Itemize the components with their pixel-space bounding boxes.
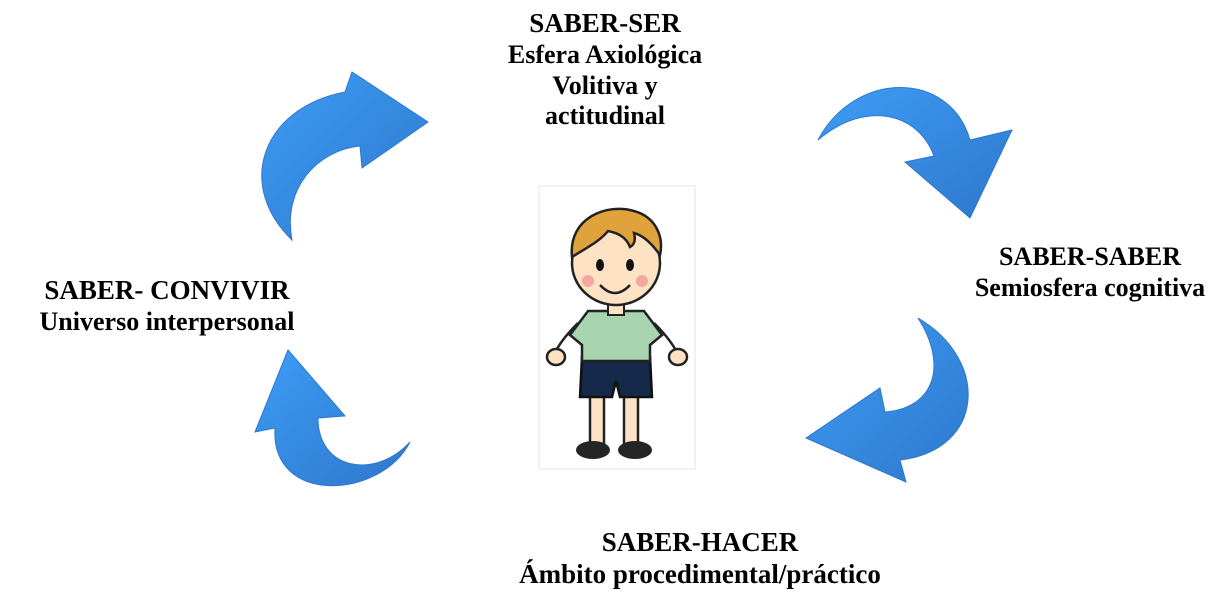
right-cheek	[636, 275, 648, 287]
node-title: SABER-HACER	[601, 527, 799, 557]
shirt	[568, 309, 664, 363]
node-title: SABER-SER	[529, 8, 681, 38]
arrow-bottom-left	[254, 349, 411, 487]
left-eye	[596, 259, 604, 271]
smile	[599, 284, 631, 295]
arrow-bottom-right	[804, 317, 969, 483]
node-subtitle: actitudinal	[545, 101, 665, 131]
right-hand	[667, 347, 689, 367]
hair	[570, 207, 663, 260]
node-subtitle: Semiosfera cognitiva	[974, 272, 1206, 302]
node-saber-saber: SABER-SABER Semiosfera cognitiva	[955, 242, 1224, 303]
node-subtitle: Ámbito procedimental/práctico	[519, 558, 881, 589]
node-saber-convivir: SABER- CONVIVIR Universo interpersonal	[2, 275, 332, 338]
arrow-top-right	[817, 87, 1013, 219]
right-eye	[626, 259, 634, 271]
node-subtitle: Volitiva y	[552, 70, 658, 100]
arrow-top-left	[261, 71, 429, 242]
node-saber-hacer: SABER-HACER Ámbito procedimental/práctic…	[390, 527, 1010, 591]
node-title: SABER- CONVIVIR	[44, 275, 290, 305]
shorts	[578, 355, 654, 399]
left-hand	[545, 347, 567, 367]
node-saber-ser: SABER-SER Esfera Axiológica Volitiva y a…	[455, 8, 755, 132]
node-title: SABER-SABER	[998, 242, 1182, 271]
node-subtitle: Esfera Axiológica	[507, 39, 703, 69]
right-shoe	[618, 441, 652, 459]
left-cheek	[582, 275, 594, 287]
child-illustration	[538, 185, 696, 470]
left-shoe	[576, 441, 610, 459]
node-subtitle: Universo interpersonal	[39, 306, 295, 336]
